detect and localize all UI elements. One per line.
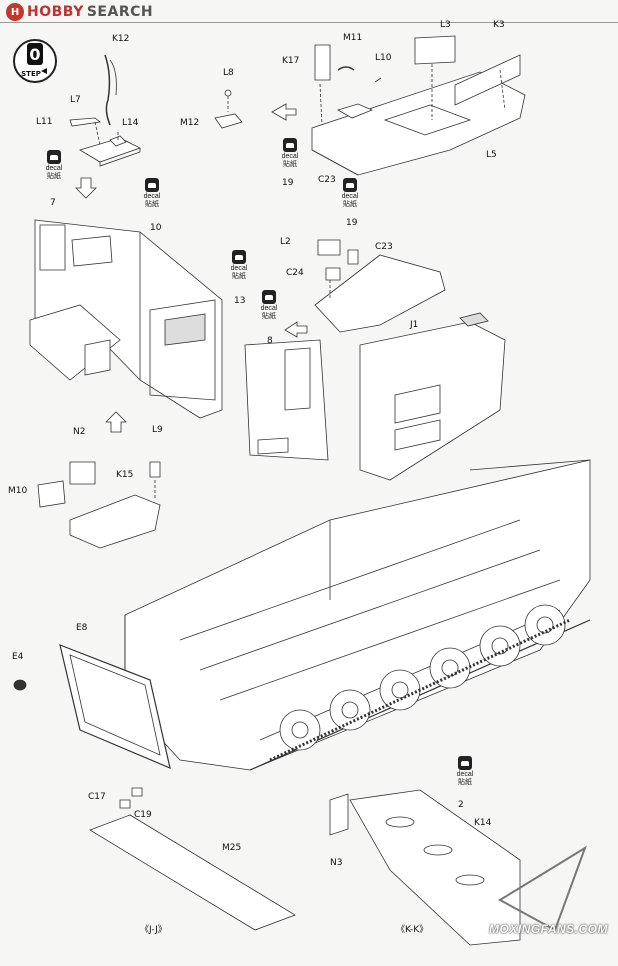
- part-m12: [214, 89, 243, 129]
- subassembly-k12-l14: [69, 54, 142, 167]
- label-l14: L14: [122, 118, 139, 128]
- label-c23a: C23: [318, 175, 336, 185]
- label-k3: K3: [493, 20, 505, 30]
- label-c23b: C23: [375, 242, 393, 252]
- subassembly-k14: [329, 789, 521, 946]
- label-n3: N3: [330, 858, 343, 868]
- part-8-panel: [244, 339, 329, 461]
- label-c19: C19: [134, 810, 152, 820]
- watermark-plane-icon: [498, 845, 587, 932]
- label-j1: J1: [410, 320, 419, 330]
- label-l11: L11: [36, 117, 53, 127]
- label-m10: M10: [8, 486, 28, 496]
- step-word: STEP: [21, 70, 41, 78]
- label-l7: L7: [70, 95, 81, 105]
- label-l8: L8: [223, 68, 234, 78]
- label-l5: L5: [486, 150, 497, 160]
- section-label-jj: 《J-J》: [140, 925, 167, 935]
- step-number: 0: [29, 45, 40, 64]
- label-8: 8: [267, 336, 273, 346]
- label-10: 10: [150, 223, 162, 233]
- label-k12: K12: [112, 34, 130, 44]
- subassembly-upper-deck: [311, 35, 526, 176]
- header-divider: [0, 22, 618, 23]
- decal-icon: [283, 138, 297, 152]
- label-19a: 19: [282, 178, 294, 188]
- subassembly-left-interior: [29, 219, 223, 419]
- decal-icon: [232, 250, 246, 264]
- label-l3: L3: [440, 20, 451, 30]
- label-n2: N2: [73, 427, 86, 437]
- part-e8-ramp: [13, 644, 171, 770]
- label-l10: L10: [375, 53, 392, 63]
- label-m25: M25: [222, 843, 242, 853]
- track: [269, 618, 571, 762]
- label-m11: M11: [343, 33, 363, 43]
- label-k14: K14: [474, 818, 492, 828]
- part-m25-plate: [89, 787, 296, 931]
- logo-search: SEARCH: [86, 4, 154, 20]
- label-2: 2: [458, 800, 464, 810]
- arrow-icon: [284, 321, 308, 338]
- label-l9: L9: [152, 425, 163, 435]
- label-e4: E4: [12, 652, 24, 662]
- logo-brand: HOBBY: [27, 4, 84, 20]
- label-19b: 19: [346, 218, 358, 228]
- hull-right-wall: [359, 312, 506, 481]
- logo-mark-icon: H: [6, 3, 24, 21]
- step-badge-icon: 0 STEP: [13, 39, 57, 83]
- label-c24: C24: [286, 268, 304, 278]
- step-badge: 0 STEP: [12, 38, 58, 84]
- watermark-text: MOXINGFANS.COM: [488, 922, 608, 936]
- subassembly-floor-j1: [314, 239, 446, 333]
- section-label-kk: 《K-K》: [396, 925, 429, 935]
- label-k15: K15: [116, 470, 134, 480]
- subassembly-k15: [37, 461, 161, 549]
- decal-icon: [47, 150, 61, 164]
- label-e8: E8: [76, 623, 88, 633]
- label-k17: K17: [282, 56, 300, 66]
- label-c17: C17: [88, 792, 106, 802]
- decal-icon: [343, 178, 357, 192]
- label-m12: M12: [180, 118, 200, 128]
- arrow-icon: [271, 103, 297, 121]
- decal-icon: [262, 290, 276, 304]
- label-7: 7: [50, 198, 56, 208]
- decal-icon: [145, 178, 159, 192]
- arrow-icon: [105, 411, 127, 433]
- label-13: 13: [234, 296, 246, 306]
- decal-icon: [458, 756, 472, 770]
- arrow-icon: [75, 177, 97, 199]
- label-l2: L2: [280, 237, 291, 247]
